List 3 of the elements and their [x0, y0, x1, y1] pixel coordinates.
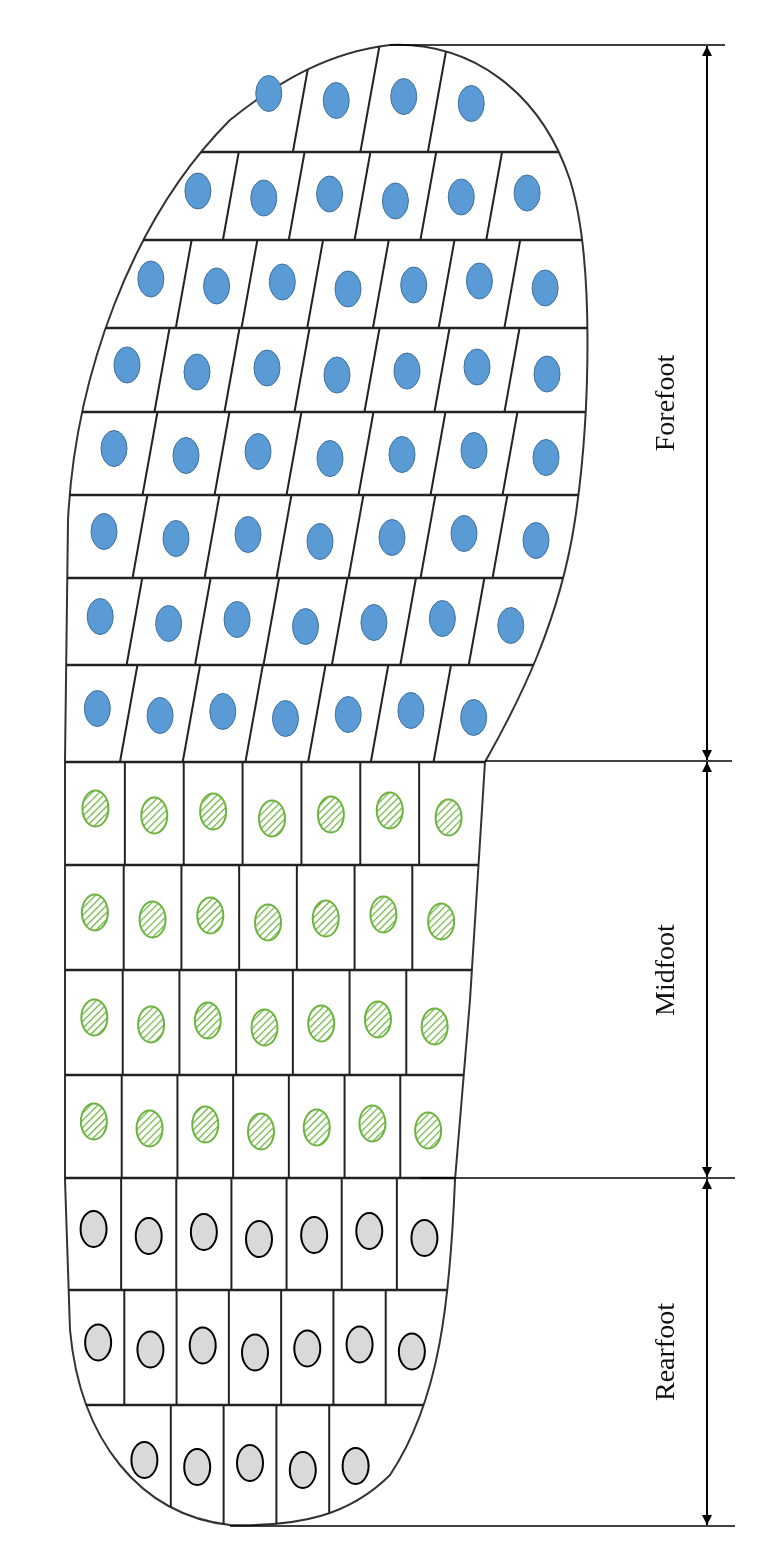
region-label: Forefoot	[649, 354, 681, 452]
region-label: Midfoot	[649, 923, 681, 1016]
region-label: Rearfoot	[649, 1303, 681, 1401]
